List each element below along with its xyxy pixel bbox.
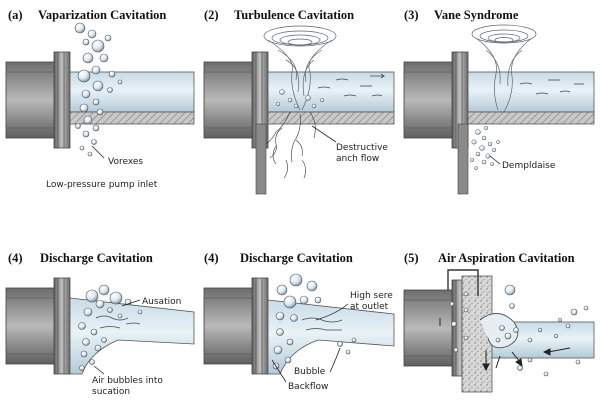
panel-6: (5) Air Aspiration Cavitation [403,251,595,393]
panel-3-flow-lines [519,79,584,95]
panel-6-arrows [439,318,571,372]
panel-5-label-highsere-1: High sere [350,291,393,301]
panel-4-flow-lines [95,315,141,329]
panel-3-vortex [471,24,537,113]
panel-2-title: Turbulence Cavitation [234,8,354,22]
panel-1-pump [5,51,71,149]
panel-2-label-flow: anch flow [336,154,379,164]
panel-4-leader-airbubbles [93,365,105,375]
panel-3-bracket [457,123,469,195]
panel-5-title: Discharge Cavitation [240,251,353,265]
panel-3-title: Vane Syndrome [434,8,519,22]
panel-4-leader-ausation [121,299,141,307]
panel-2-cracks [265,111,316,179]
panel-1-pipe [69,71,195,113]
panel-4-number: (4) [8,251,23,265]
panel-5-pump [203,277,269,375]
panel-2-leader [311,125,337,143]
panel-3: (3) Vane Syndrome Dempldaise [403,8,595,195]
panel-2-bracket [255,123,267,195]
panel-2-flow-lines [317,73,386,97]
panel-3-pipe-wall [467,111,595,125]
panel-5-flow-lines [301,317,343,331]
panel-5-label-bubble: Bubble [294,367,326,377]
panel-5-leader-highsere [315,303,349,321]
panel-4: (4) Discharge Cavitation Ausation Air bu… [5,251,195,397]
panel-5: (4) Discharge Cavitation High sere at ou… [203,251,395,392]
panel-2-number: (2) [204,8,219,22]
panel-5-number: (4) [204,251,219,265]
panel-2: (2) Turbulence Cavitation [203,8,395,195]
panel-3-pipe [467,71,595,113]
panel-1-bubbles [74,22,123,157]
panel-5-label-highsere-2: at outlet [350,302,389,312]
panel-4-label-ausation: Ausation [142,297,181,307]
panel-3-label-dempldaise: Dempldaise [502,161,556,171]
panel-1-number: (a) [8,8,23,22]
panel-4-pipe [69,297,195,375]
panel-3-number: (3) [404,8,419,22]
panel-1-leader-vorexes [91,145,105,159]
panel-1-label-inlet: Low-pressure pump inlet [46,180,158,190]
panel-4-label-airbubbles-2: sucation [92,387,130,397]
panel-4-title: Discharge Cavitation [40,251,153,265]
panel-6-air-tube [447,269,479,296]
panel-6-number: (5) [404,251,419,265]
panel-4-pump [5,277,71,375]
panel-5-pipe [267,299,395,375]
panel-2-label-destructive: Destructive [336,143,388,153]
panel-2-bubbles [275,89,325,109]
panel-3-pitting [469,125,500,170]
panel-4-label-airbubbles-1: Air bubbles into [92,376,163,386]
panel-2-pipe [267,71,395,113]
panel-6-bubbles [449,284,589,377]
panel-1-title: Vaparization Cavitation [38,8,166,22]
panel-6-pump [403,279,469,377]
panel-1: (a) Vaparization Cavitation Vorexes Low-… [5,8,195,190]
panel-5-leader-backflow [271,359,287,383]
panel-1-label-vorexes: Vorexes [108,157,143,167]
panel-4-bubbles [78,284,143,371]
panel-6-title: Air Aspiration Cavitation [438,251,575,265]
panel-2-vortex [263,25,337,111]
panel-5-bubbles [272,273,357,370]
panel-5-leader-bubble [329,347,341,373]
panel-5-label-backflow: Backflow [288,382,328,392]
panel-2-pipe-wall [267,111,395,125]
panel-3-leader [489,155,501,165]
